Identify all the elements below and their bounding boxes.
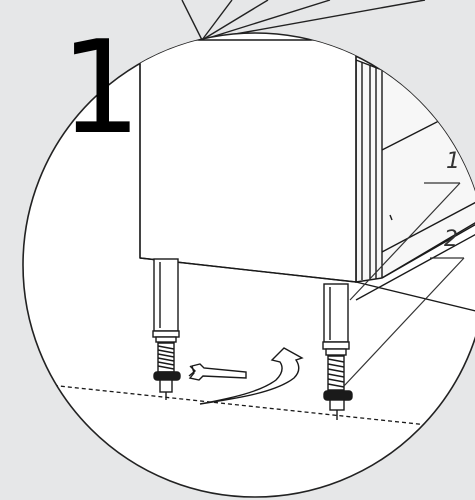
spanner-wrench [188,363,247,381]
adjustable-foot-left [152,258,181,400]
step-number: 1 [60,14,141,163]
callout-leaders [343,182,465,387]
rotation-arrow [199,347,304,405]
callout-2: 2 [444,227,458,252]
floor-line [39,383,475,431]
callout-1: 1 [446,149,460,174]
adjustable-foot-right [322,283,353,420]
